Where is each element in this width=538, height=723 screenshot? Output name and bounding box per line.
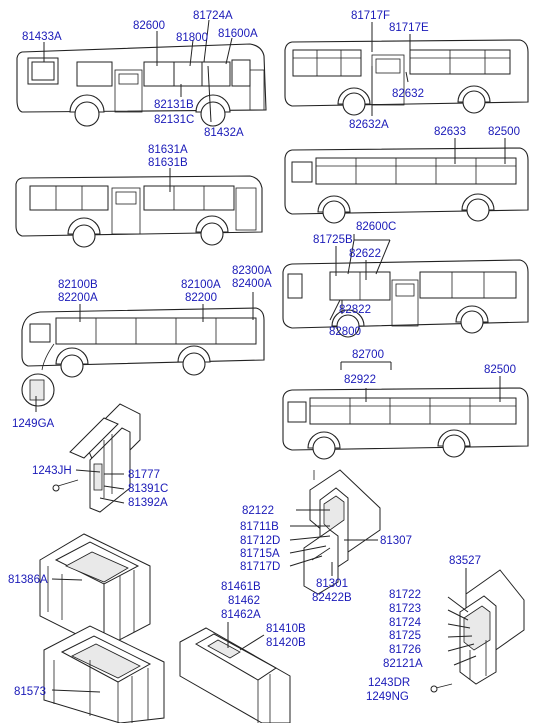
- label-81726: 81726: [389, 644, 421, 656]
- label-82422B: 82422B: [312, 592, 352, 604]
- rail-detail-81461: [179, 627, 291, 723]
- label-82200A: 82200A: [58, 292, 98, 304]
- label-81724: 81724: [389, 617, 422, 629]
- label-81433A: 81433A: [22, 31, 62, 43]
- bus-side-view-3: [15, 175, 263, 248]
- label-81462A: 81462A: [221, 609, 261, 621]
- window-profile-detail-81573: [43, 625, 165, 723]
- label-81301: 81301: [316, 578, 348, 590]
- label-82600C: 82600C: [356, 221, 396, 233]
- label-81723: 81723: [389, 603, 421, 615]
- label-81432A: 81432A: [204, 127, 244, 139]
- label-81715A: 81715A: [240, 548, 280, 560]
- label-81600A: 81600A: [218, 28, 258, 40]
- label-81717E: 81717E: [389, 22, 429, 34]
- label-82622: 82622: [349, 248, 381, 260]
- bus-side-view-6: [21, 307, 265, 407]
- label-82131B: 82131B: [154, 99, 194, 111]
- window-frame-detail-1: [52, 403, 141, 513]
- label-82100A: 82100A: [181, 279, 221, 291]
- label-81711B: 81711B: [240, 521, 279, 533]
- label-82500-top: 82500: [488, 126, 520, 138]
- label-81410B: 81410B: [266, 623, 306, 635]
- label-82632: 82632: [392, 88, 424, 100]
- label-81631B: 81631B: [148, 157, 188, 169]
- label-81712D: 81712D: [240, 535, 280, 547]
- label-81777: 81777: [128, 469, 160, 481]
- bus-side-view-5: [282, 259, 529, 338]
- label-82922: 82922: [344, 374, 376, 386]
- label-82633: 82633: [434, 126, 466, 138]
- label-82600: 82600: [133, 20, 165, 32]
- label-81307: 81307: [380, 535, 412, 547]
- label-82500-lower: 82500: [484, 364, 516, 376]
- label-82200: 82200: [185, 292, 217, 304]
- label-1243JH: 1243JH: [32, 465, 72, 477]
- label-81724A: 81724A: [193, 10, 233, 22]
- label-82121A: 82121A: [383, 658, 423, 670]
- label-82300A: 82300A: [232, 265, 272, 277]
- label-81717F: 81717F: [351, 10, 390, 22]
- bus-side-view-4: [284, 147, 529, 224]
- bus-side-view-1: [16, 43, 267, 127]
- label-82632A: 82632A: [349, 119, 389, 131]
- label-82131C: 82131C: [154, 114, 194, 126]
- label-81386A: 81386A: [8, 574, 48, 586]
- label-81800: 81800: [176, 32, 208, 44]
- label-83527: 83527: [449, 555, 481, 567]
- label-82400A: 82400A: [232, 278, 272, 290]
- label-81722: 81722: [389, 589, 421, 601]
- label-81391C: 81391C: [128, 483, 168, 495]
- bus-side-view-2: [284, 39, 529, 116]
- label-1243DR: 1243DR: [368, 677, 410, 689]
- label-81725B: 81725B: [313, 234, 353, 246]
- label-81573: 81573: [14, 686, 46, 698]
- bus-side-view-7: [282, 387, 529, 460]
- label-82822: 82822: [339, 304, 371, 316]
- label-1249NG: 1249NG: [366, 691, 409, 703]
- label-81392A: 81392A: [128, 497, 168, 509]
- label-81420B: 81420B: [266, 637, 306, 649]
- frame-detail-83527: [430, 569, 525, 693]
- label-81631A: 81631A: [148, 144, 188, 156]
- label-82100B: 82100B: [58, 279, 98, 291]
- label-81462: 81462: [228, 595, 260, 607]
- window-profile-detail-81386A: [39, 533, 151, 649]
- label-81717D: 81717D: [240, 561, 280, 573]
- label-81725: 81725: [389, 630, 421, 642]
- label-82700: 82700: [352, 349, 384, 361]
- label-82122: 82122: [242, 505, 274, 517]
- label-82800: 82800: [329, 326, 361, 338]
- seal-profile-detail-82122: [303, 469, 381, 595]
- label-81461B: 81461B: [221, 581, 261, 593]
- label-1249GA: 1249GA: [12, 418, 55, 430]
